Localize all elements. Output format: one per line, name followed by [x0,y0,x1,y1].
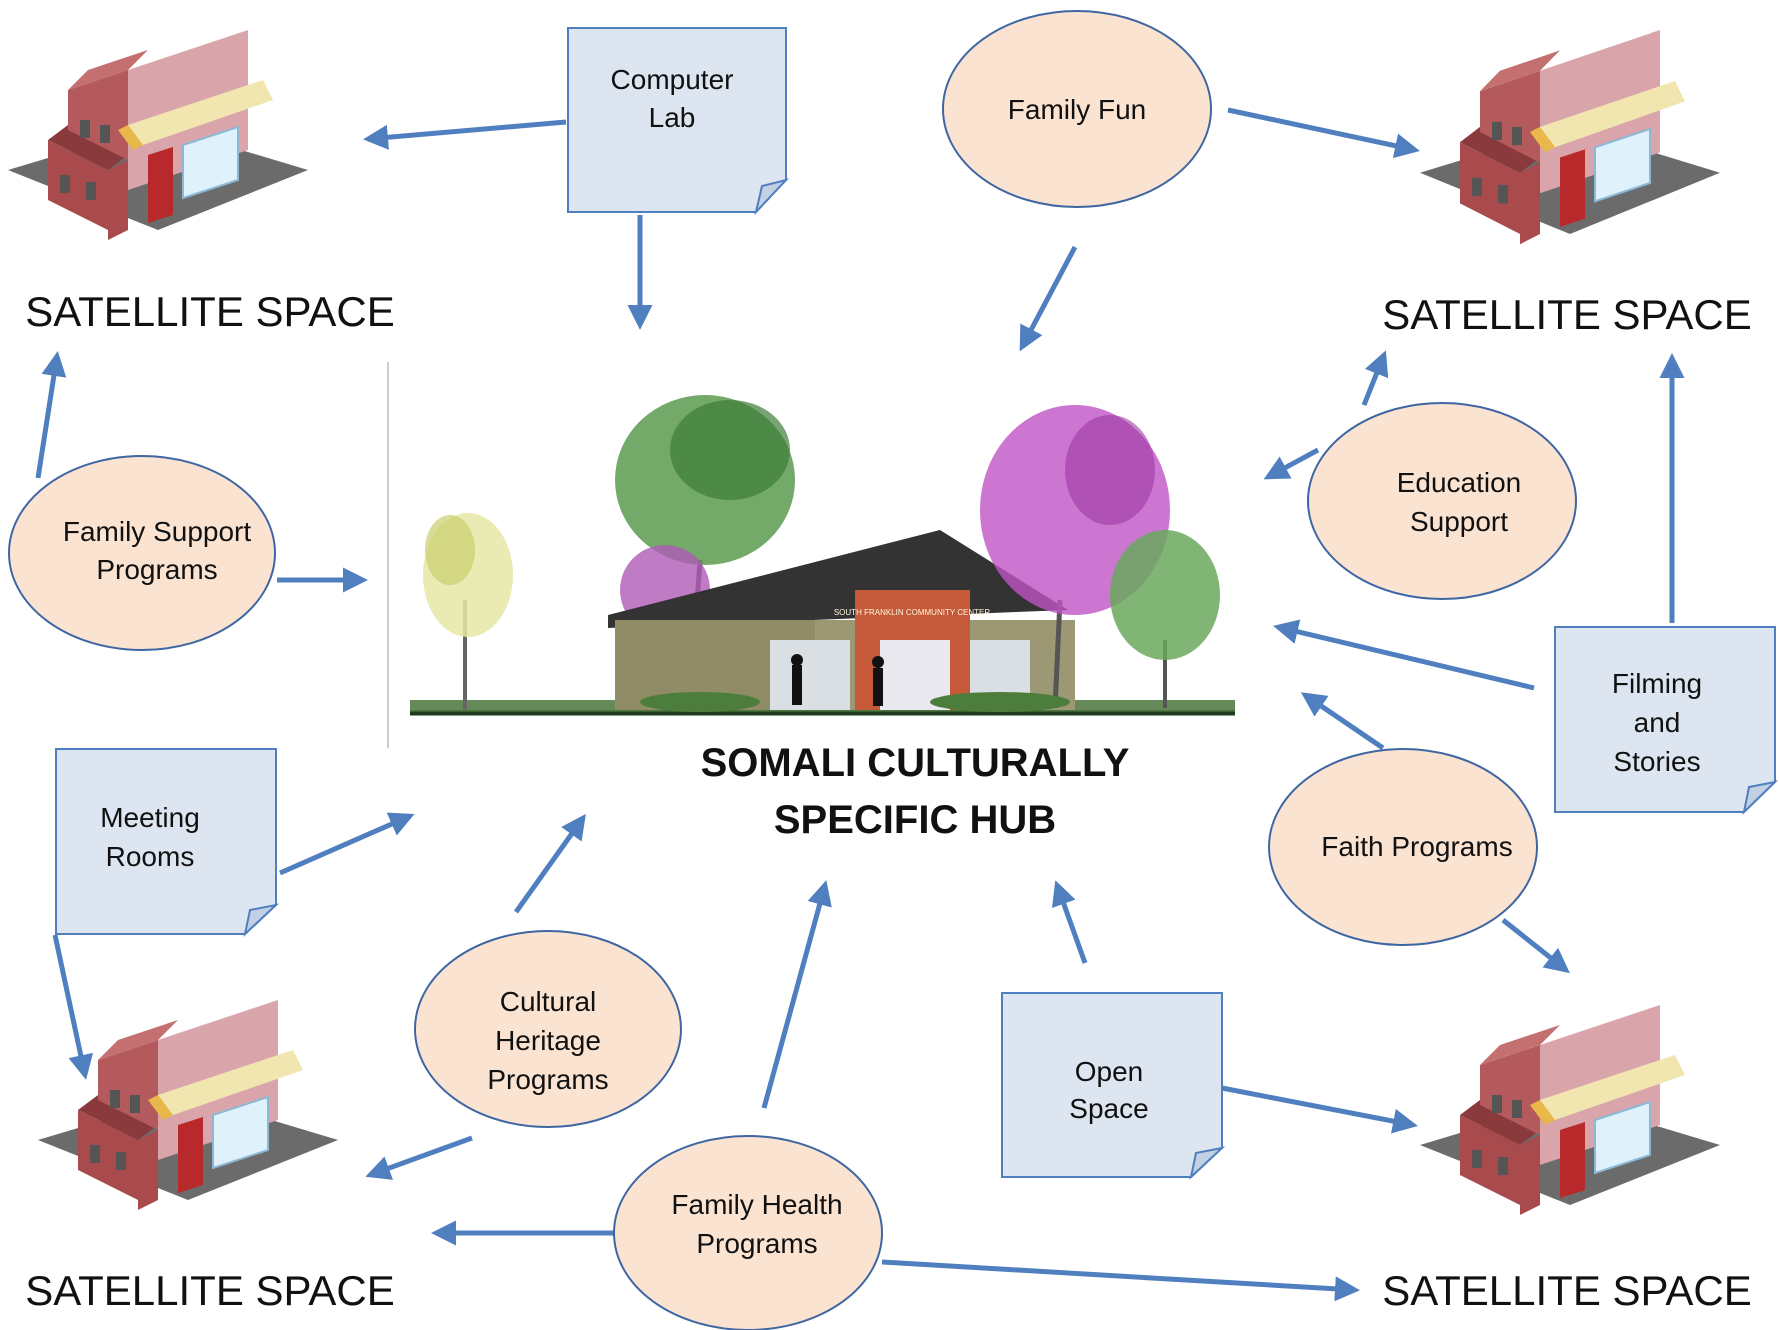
note-computer-lab-line2: Lab [649,102,696,133]
note-computer-lab-line1: Computer [611,64,734,95]
oval-faith-programs: Faith Programs [1268,748,1538,946]
satellite-label-top-right: SATELLITE SPACE [1382,291,1752,338]
oval-cultural-line1: Cultural [500,986,596,1017]
oval-family-support-line1: Family Support [63,516,252,547]
hub-title-line1: SOMALI CULTURALLY [701,741,1130,785]
note-open-space-line2: Space [1069,1093,1148,1124]
arrow-education-to-satellite [1361,350,1389,406]
arrow-family-fun-to-satellite [1227,107,1420,159]
satellite-label-bottom-left: SATELLITE SPACE [25,1267,395,1314]
arrow-family-support-to-satellite [35,351,67,479]
hub-title-line2: SPECIFIC HUB [774,798,1056,842]
note-meeting-rooms-line1: Meeting [100,802,200,833]
note-filming-line3: Stories [1613,746,1700,777]
satellite-building-bottom-left-icon [37,999,339,1211]
satellite-label-bottom-right: SATELLITE SPACE [1382,1267,1752,1314]
oval-education-support: Education Support [1307,402,1577,600]
hub-sign: SOUTH FRANKLIN COMMUNITY CENTER [834,608,991,617]
oval-cultural-heritage: Cultural Heritage Programs [414,930,682,1128]
oval-education-line1: Education [1397,467,1522,498]
arrow-open-space-to-hub [1051,880,1088,964]
note-open-space-line1: Open [1075,1056,1144,1087]
arrow-meeting-rooms-to-satellite [52,934,94,1080]
oval-family-support-line2: Programs [96,554,217,585]
arrow-filming-to-hub [1273,619,1535,691]
tree-green-right-icon [1110,530,1220,708]
oval-education-line2: Support [1410,506,1508,537]
oval-cultural-line3: Programs [487,1064,608,1095]
satellite-building-top-right-icon [1418,28,1722,246]
note-filming-line1: Filming [1612,668,1702,699]
arrow-cultural-heritage-to-hub [513,813,586,914]
tree-yellow-icon [423,513,513,710]
satellite-building-bottom-right-icon [1419,1004,1721,1216]
arrow-faith-to-hub [1300,692,1385,751]
arrow-family-health-to-hub [761,880,832,1109]
hub-building-illustration: SOUTH FRANKLIN COMMUNITY CENTER [387,362,1235,748]
connector-arrows [35,107,1685,1302]
arrow-family-fun-to-hub [1019,245,1078,352]
oval-family-support: Family Support Programs [8,455,276,651]
oval-faith-line1: Faith Programs [1321,831,1512,862]
arrow-education-to-hub [1263,447,1320,480]
satellite-building-top-left-icon [7,29,309,241]
oval-family-fun-line1: Family Fun [1008,94,1146,125]
oval-family-health-line1: Family Health [671,1189,842,1220]
arrow-family-health-to-satellite-right [881,1259,1360,1302]
oval-family-fun: Family Fun [942,10,1212,208]
oval-family-health-line2: Programs [696,1228,817,1259]
note-meeting-rooms: Meeting Rooms [55,748,280,937]
arrow-computer-lab-to-satellite [363,119,567,150]
note-computer-lab: Computer Lab [567,27,790,216]
arrow-open-space-to-satellite [1221,1085,1418,1134]
note-filming-line2: and [1634,707,1681,738]
arrow-faith-to-satellite [1501,918,1570,974]
satellite-label-top-left: SATELLITE SPACE [25,288,395,335]
note-meeting-rooms-line2: Rooms [106,841,195,872]
tree-green-left-icon [615,395,795,706]
oval-cultural-line2: Heritage [495,1025,601,1056]
note-filming-stories: Filming and Stories [1554,626,1779,815]
oval-family-health: Family Health Programs [613,1135,883,1330]
note-open-space: Open Space [1001,992,1226,1180]
arrow-cultural-heritage-to-satellite [365,1135,473,1180]
arrow-meeting-rooms-to-hub [278,812,415,876]
